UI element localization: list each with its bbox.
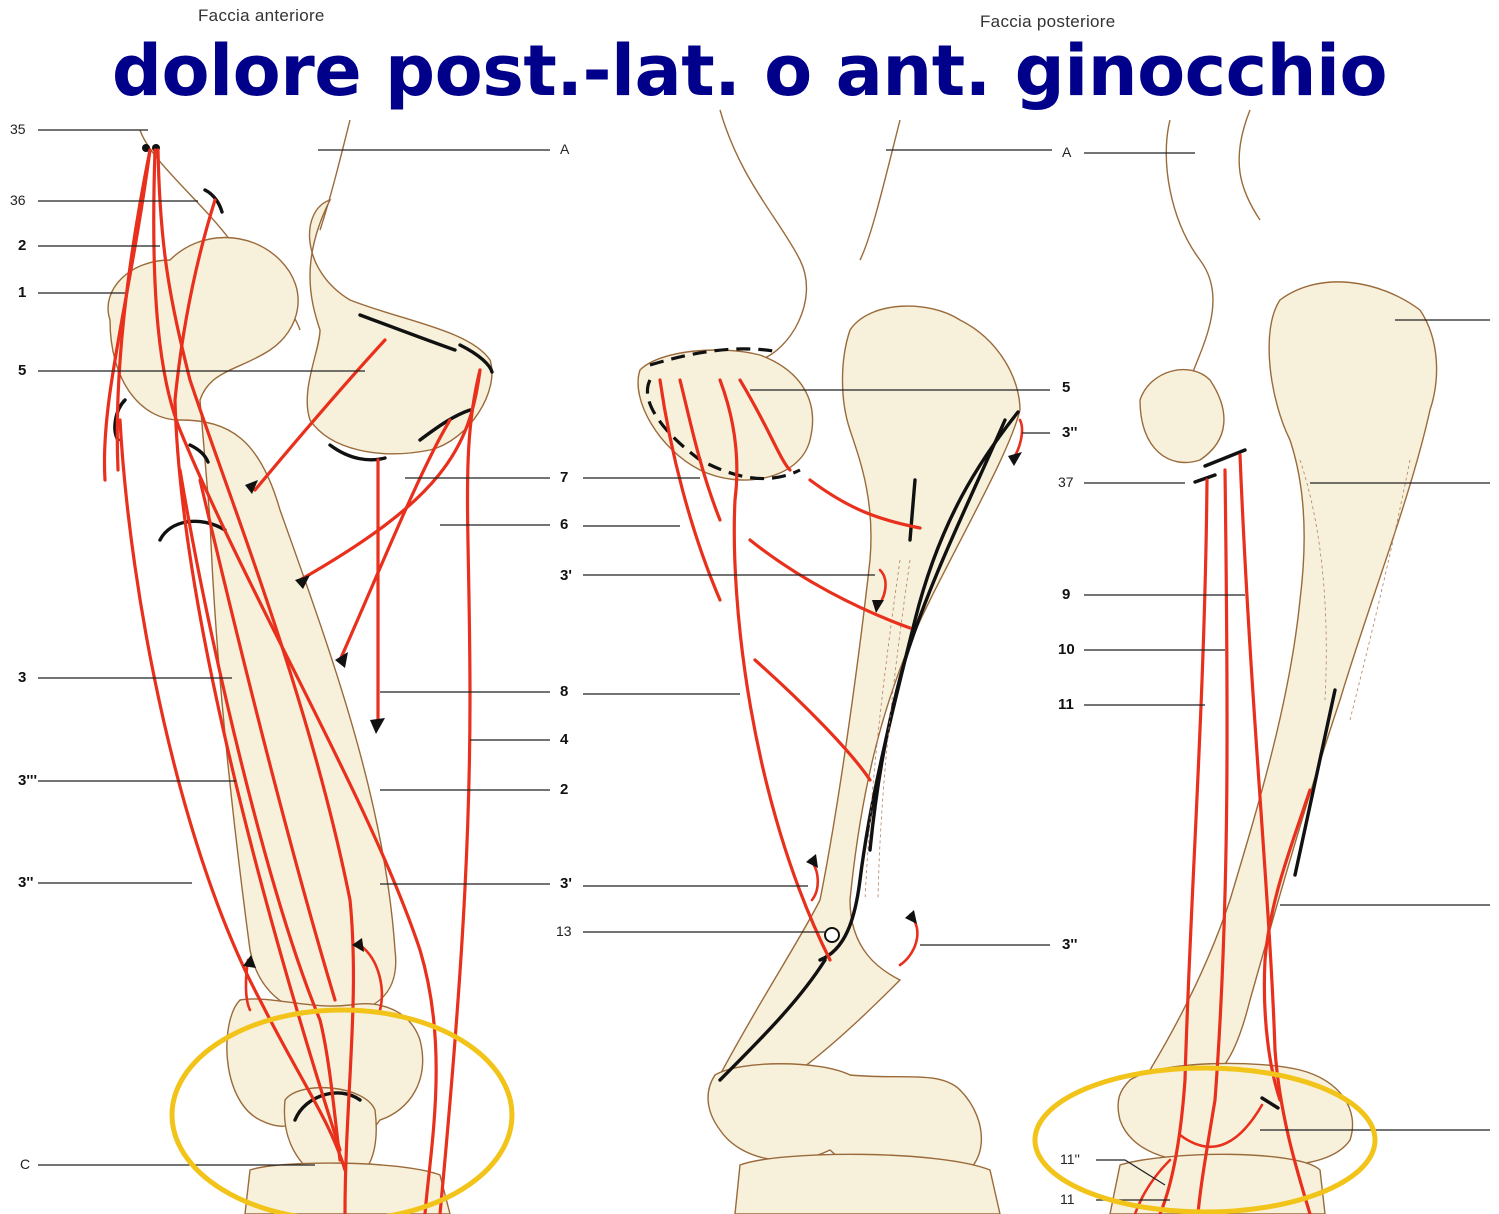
label-35: 35 xyxy=(10,121,26,137)
label-7-anterior: 7 xyxy=(560,469,568,486)
label-3: 3 xyxy=(18,669,26,686)
label-2: 2 xyxy=(18,237,26,254)
slide-title: dolore post.-lat. o ant. ginocchio xyxy=(0,30,1499,112)
label-5: 5 xyxy=(18,362,26,379)
label-3-prime-mid: 3' xyxy=(560,567,572,584)
label-4-anterior: 4 xyxy=(560,731,569,748)
label-C: C xyxy=(20,1156,30,1172)
anterior-femur xyxy=(38,120,550,1214)
label-10: 10 xyxy=(1058,641,1075,658)
label-3-triple: 3''' xyxy=(18,772,37,789)
label-2-anterior: 2 xyxy=(560,781,568,798)
label-11: 11 xyxy=(1058,696,1074,713)
label-3-prime-anterior: 3' xyxy=(560,875,572,892)
label-3-double-posterior: 3'' xyxy=(1062,424,1077,441)
posterior-femur xyxy=(583,110,1052,1214)
label-8-anterior: 8 xyxy=(560,683,568,700)
label-36: 36 xyxy=(10,192,26,208)
label-11-double: 11'' xyxy=(1060,1151,1080,1167)
label-A-posterior: A xyxy=(1062,144,1072,160)
label-1: 1 xyxy=(18,284,26,301)
label-3-double: 3'' xyxy=(18,874,33,891)
label-5-posterior: 5 xyxy=(1062,379,1070,396)
label-13: 13 xyxy=(556,923,572,939)
posterior-right-labels: A 37 9 10 11 11'' 11 xyxy=(1058,144,1080,1207)
label-A-anterior: A xyxy=(560,141,570,157)
posterior-right-view xyxy=(1035,110,1490,1214)
label-11-bottom: 11 xyxy=(1060,1191,1075,1207)
label-9: 9 xyxy=(1062,586,1070,603)
label-3-double-lower: 3'' xyxy=(1062,936,1077,953)
label-6-anterior: 6 xyxy=(560,516,568,533)
label-37: 37 xyxy=(1058,474,1074,490)
